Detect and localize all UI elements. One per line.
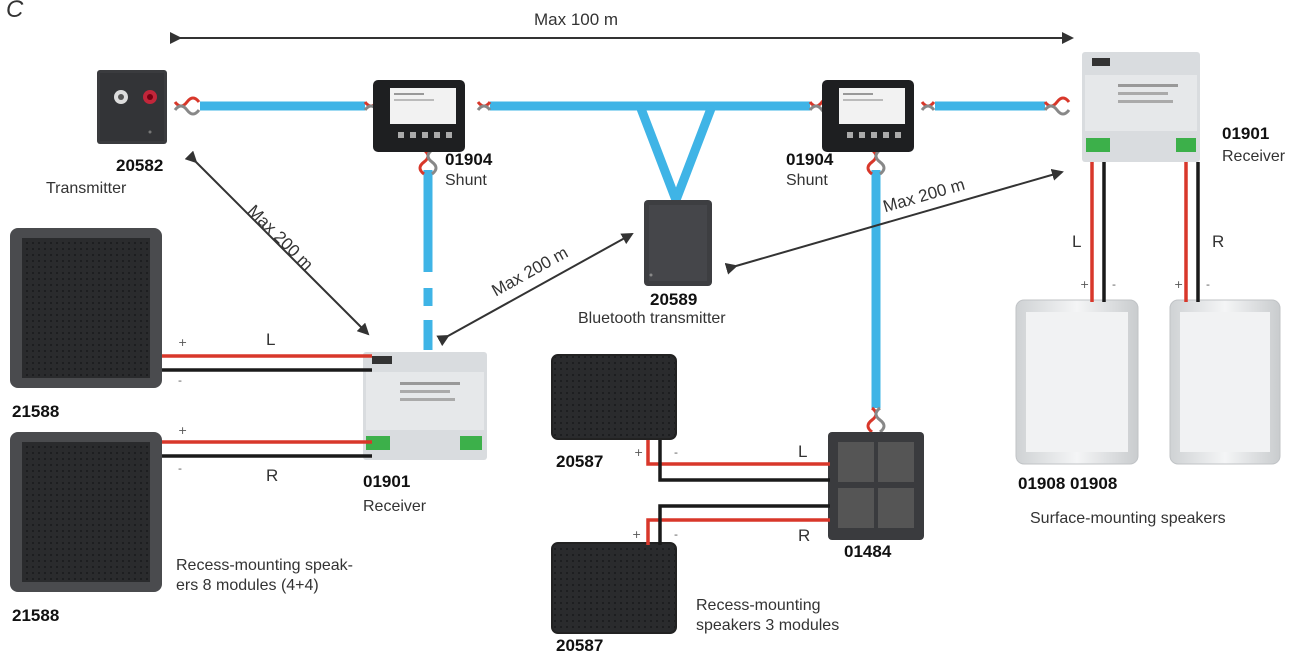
channel-right-label-receiver: R <box>266 466 279 485</box>
surface-speaker-codes: 01908 01908 <box>1018 474 1118 493</box>
transmitter-code: 20582 <box>116 156 164 175</box>
recess-speaker-top-device <box>10 228 162 388</box>
recess-speaker-bottom-device <box>10 432 162 592</box>
max-100-label: Max 100 m <box>534 10 619 29</box>
polarity-minus: - <box>674 528 678 541</box>
polarity-minus: - <box>674 446 678 459</box>
transmitter-label: Transmitter <box>46 180 127 197</box>
polarity-plus: + <box>178 336 188 349</box>
shunt-right-device <box>822 80 914 152</box>
receiver-right-device <box>1082 52 1200 162</box>
polarity-plus: + <box>1080 278 1090 291</box>
polarity-minus: - <box>178 374 182 387</box>
speaker-wires-center <box>646 440 830 545</box>
speaker3-top-device <box>551 354 677 440</box>
speaker3-bottom-device <box>551 542 677 634</box>
max-200-arrow-transmitter <box>184 150 370 336</box>
receiver-center-code: 01901 <box>363 472 411 491</box>
amplifier-device <box>828 432 924 540</box>
polarity-plus: + <box>632 528 642 541</box>
amplifier-code: 01484 <box>844 542 892 561</box>
bus-cable-bt-branch <box>635 104 717 213</box>
polarity-minus: - <box>178 462 182 475</box>
receiver-right-label: Receiver <box>1222 148 1286 165</box>
bus-cables <box>200 101 1045 408</box>
receiver-center-label: Receiver <box>363 498 427 515</box>
speaker-wires-right <box>1090 162 1200 302</box>
bluetooth-transmitter-device <box>644 200 712 286</box>
speaker3-top-code: 20587 <box>556 452 604 471</box>
recess-bottom-code: 21588 <box>12 606 60 625</box>
figure-letter: C <box>6 0 24 23</box>
speaker3-label: Recess-mounting speakers 3 modules <box>696 597 840 634</box>
channel-right-label-surface: R <box>1212 232 1225 251</box>
surface-speaker-label: Surface-mounting speakers <box>1030 510 1226 527</box>
channel-left-label-receiver: L <box>266 330 276 349</box>
receiver-right-code: 01901 <box>1222 124 1270 143</box>
shunt-right-code: 01904 <box>786 150 834 169</box>
receiver-center-device <box>363 352 487 460</box>
polarity-plus: + <box>634 446 644 459</box>
shunt-right-label: Shunt <box>786 172 828 189</box>
polarity-plus: + <box>178 424 188 437</box>
shunt-left-code: 01904 <box>445 150 493 169</box>
recess-speakers-label: Recess-mounting speak- ers 8 modules (4+… <box>176 557 353 594</box>
transmitter-device <box>97 70 167 144</box>
channel-right-label-amp: R <box>798 526 811 545</box>
surface-speaker-left-device <box>1015 299 1139 465</box>
polarity-minus: - <box>1112 278 1116 291</box>
channel-left-label-surface: L <box>1072 232 1082 251</box>
recess-top-code: 21588 <box>12 402 60 421</box>
max-200-arrow-bt-right <box>724 169 1064 275</box>
channel-left-label-amp: L <box>798 442 808 461</box>
bt-transmitter-label: Bluetooth transmitter <box>578 310 726 327</box>
max-200-arrow-bt-receiver <box>436 233 634 347</box>
speaker-wires-left <box>162 354 372 458</box>
bt-transmitter-code: 20589 <box>650 290 698 309</box>
speaker3-bottom-code: 20587 <box>556 636 604 655</box>
shunt-left-label: Shunt <box>445 172 487 189</box>
shunt-left-device <box>373 80 465 152</box>
polarity-minus: - <box>1206 278 1210 291</box>
surface-speaker-right-device <box>1169 299 1281 465</box>
polarity-plus: + <box>1174 278 1184 291</box>
